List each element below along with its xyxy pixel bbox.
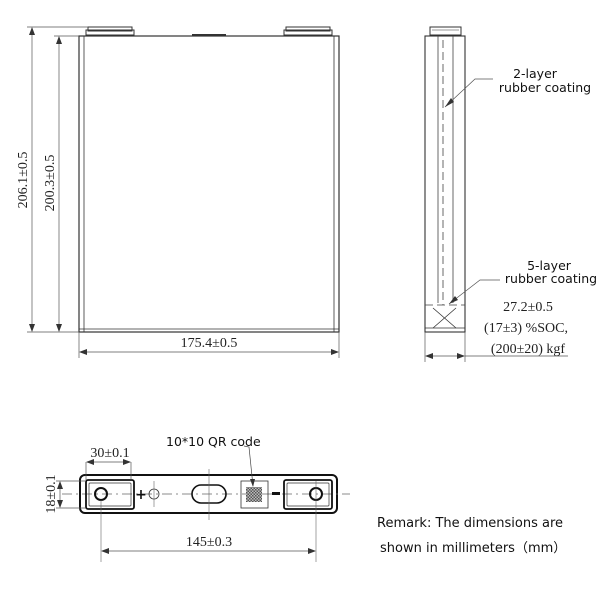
thickness-label: 27.2±0.5 [503, 300, 553, 315]
leader-2-layer [444, 78, 493, 108]
front-view: 206.1±0.5 200.3±0.5 175.4±0.5 [16, 26, 340, 358]
qr-code [246, 487, 262, 502]
negative-symbol [272, 492, 280, 495]
terminal-spacing-label: 145±0.3 [186, 535, 232, 550]
remark-line-1: Remark: The dimensions are [377, 516, 564, 531]
top-view: + 10*10 QR code 30±0.1 18±0.1 145±0.3 [44, 434, 350, 562]
label-rubber-coating-bottom: rubber coating [505, 271, 597, 286]
body-height-label: 200.3±0.5 [43, 155, 58, 212]
label-2-layer: 2-layer [513, 66, 558, 81]
side-terminal [429, 26, 462, 36]
terminal-height-label: 18±0.1 [44, 474, 59, 513]
qr-label: 10*10 QR code [166, 434, 261, 449]
side-body [424, 35, 466, 333]
front-terminal-right [283, 26, 333, 36]
positive-terminal [85, 479, 135, 510]
leader-5-layer [448, 279, 500, 305]
width-label: 175.4±0.5 [181, 336, 238, 351]
front-terminal-left [85, 26, 135, 36]
total-height-label: 206.1±0.5 [16, 152, 31, 209]
negative-terminal [283, 479, 333, 510]
thickness-soc-label: (17±3) %SOC, [484, 321, 568, 336]
terminal-width-label: 30±0.1 [90, 446, 129, 461]
remark-line-2: shown in millimeters（mm） [380, 541, 567, 556]
positive-symbol: + [135, 487, 147, 503]
thickness-force-label: (200±20) kgf [491, 342, 566, 357]
label-5-layer: 5-layer [527, 258, 572, 273]
label-rubber-coating-top: rubber coating [499, 80, 591, 95]
cell-body [78, 35, 340, 333]
side-view: 2-layer rubber coating 5-layer rubber co… [424, 26, 597, 362]
